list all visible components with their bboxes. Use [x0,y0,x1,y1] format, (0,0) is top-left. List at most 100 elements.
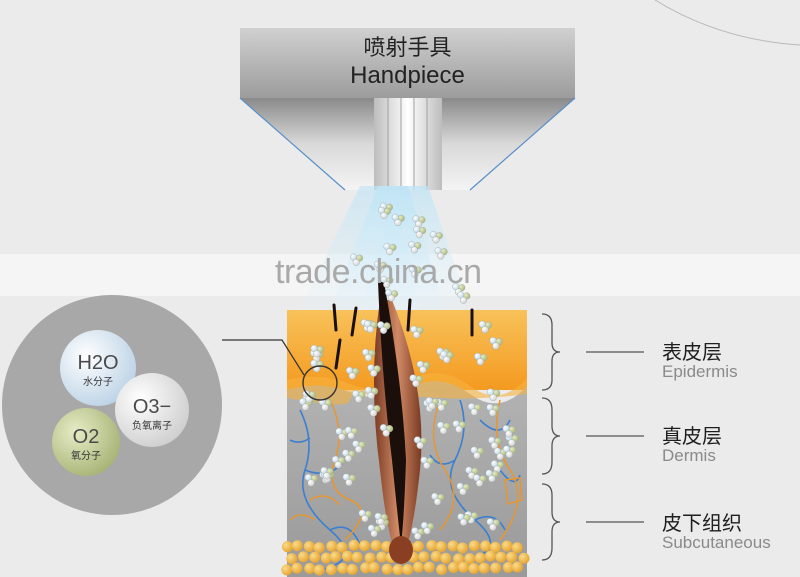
zoom-callout-line [222,339,305,376]
molecule-particle [383,281,391,289]
molecule-particle [376,266,384,274]
fat-cell [435,541,447,553]
fat-cells [281,539,530,576]
molecule-particle [437,252,445,260]
handpiece [239,28,576,191]
molecule-particle [412,379,420,388]
fat-cell [418,551,430,563]
fat-cell [291,562,303,574]
fat-cell [336,541,348,553]
molecule-particle [439,427,447,435]
molecule-particle [344,454,352,463]
molecule-particle [475,479,484,487]
molecule-particle [348,372,356,380]
molecule-particle [423,461,431,470]
fat-cell [511,561,523,573]
fat-cell [313,542,325,554]
fat-cell [341,550,353,562]
molecule-particle [505,430,513,438]
molecule-particle [419,366,427,374]
molecule-particle [377,518,385,526]
fat-cell [348,539,360,551]
fat-cell [368,561,380,573]
h2o-name: 水分子 [83,377,113,388]
subcutaneous-label-en: Subcutaneous [662,533,771,552]
handpiece-label-en: Handpiece [350,62,465,89]
o3-label: O3− 负氧离子 [112,396,192,432]
molecule-particle [387,294,395,302]
molecule-particle [354,395,363,403]
o2-formula: O2 [72,426,100,448]
fat-cell [495,551,507,563]
molecule-particle [370,369,378,377]
fat-cell [392,564,404,576]
fat-cell [436,563,448,575]
molecule-particle [489,393,497,402]
fat-cell [426,540,438,552]
fat-cell [313,564,325,576]
molecule-particle [354,445,363,453]
molecule-particle [414,532,422,540]
molecule-particle [459,518,468,526]
molecule-particle [459,296,467,304]
fat-cell [381,563,393,575]
fat-cell [440,552,452,564]
molecule-particle [323,472,331,480]
fat-cell [468,540,480,552]
molecule-particle [489,523,497,531]
molecule-particle [347,432,355,440]
fat-cell [360,562,372,574]
o2-name: 氧分子 [71,451,101,462]
zoom-indicator [302,365,338,401]
molecule-particle [334,461,342,469]
molecule-particle [433,498,442,506]
molecule-particle [508,439,516,447]
fat-cell [412,540,424,552]
watermark-text: trade.china.cn [275,253,482,291]
molecule-particle [443,356,451,364]
fat-cell [474,552,486,564]
fat-cell [291,540,303,552]
fat-cell [511,542,523,554]
molecule-particle [481,326,489,334]
fat-cell [457,542,469,554]
molecule-particle [361,514,369,523]
molecule-particle [416,441,424,449]
molecule-particle [313,350,321,358]
fat-cell [304,562,316,574]
fat-cell [286,553,298,565]
molecule-particle [379,326,388,334]
o3-name: 负氧离子 [132,421,172,432]
epidermis-label-cn: 表皮层 [662,340,722,364]
fat-cell [448,561,460,573]
fat-cell [480,540,492,552]
molecule-particle [345,478,353,487]
fat-cell [402,563,414,575]
fat-cell [281,541,293,553]
fat-cell [464,553,476,565]
o3-formula: O3− [132,396,172,418]
fat-cell [506,551,518,563]
fat-cell [337,562,349,574]
molecule-particle [415,231,423,239]
molecule-particle [490,442,499,450]
molecule-particle [412,331,421,339]
fat-cell [485,550,497,562]
molecule-legend-circle [2,295,222,515]
molecule-particle [370,529,378,538]
o3-bubble [115,373,189,447]
molecule-particle [432,236,440,244]
fat-cell [518,552,530,564]
molecule-particle [364,354,372,362]
fat-cell [326,540,338,552]
molecule-particle [338,433,346,441]
molecule-particle [455,425,463,433]
handpiece-label-cn: 喷射手具 [363,36,452,61]
fat-cell [351,551,363,563]
molecule-particle [459,488,467,496]
molecule-particle [382,429,390,437]
molecule-particle [437,403,445,412]
molecule-particle [394,219,402,227]
fat-cell [453,553,465,565]
